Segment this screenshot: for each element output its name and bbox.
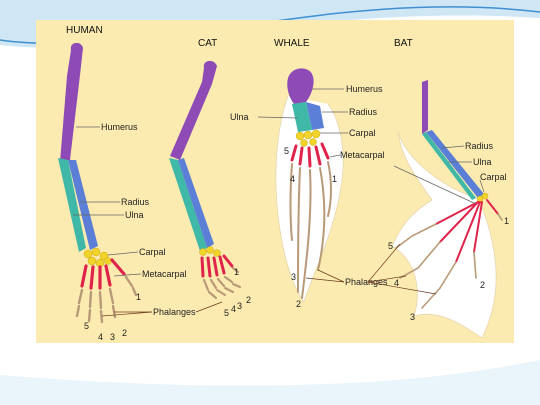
whale-ulna-leader (257, 116, 299, 119)
whale-carpals (295, 129, 321, 147)
whale-label-ulna: Ulna (230, 112, 249, 122)
bat-limb: BAT 5 4 3 2 1 (367, 38, 509, 339)
whale-phalanges (289, 161, 332, 299)
human-radius (68, 160, 98, 250)
cat-digit-1: 1 (234, 267, 239, 277)
whale-digit-5: 5 (284, 146, 289, 156)
cat-digit-2: 2 (246, 295, 251, 305)
whale-label-radius: Radius (349, 107, 378, 117)
human-metacarpals (80, 258, 126, 290)
human-label-ulna: Ulna (125, 210, 144, 220)
human-label-metacarpal: Metacarpal (142, 269, 187, 279)
whale-limb: WHALE 5 4 1 3 (230, 38, 388, 309)
bat-digit-1: 1 (504, 216, 509, 226)
whale-phalanges-leader (305, 277, 345, 283)
whale-label-humerus: Humerus (346, 84, 383, 94)
human-label-carpal: Carpal (139, 247, 166, 257)
cat-ulna (169, 158, 207, 251)
cat-humerus (170, 60, 217, 160)
bat-metacarpals (435, 199, 499, 263)
bat-digit-3: 3 (410, 312, 415, 322)
human-carpals (83, 247, 112, 268)
cat-digit-5: 5 (224, 308, 229, 318)
whale-label-phalanges: Phalanges (345, 277, 388, 287)
bat-phalanges (395, 213, 503, 309)
title-human: HUMAN (66, 25, 103, 36)
cat-radius (178, 158, 214, 248)
bat-label-radius: Radius (465, 141, 494, 151)
human-digit-2: 2 (122, 328, 127, 338)
bat-digit-5: 5 (388, 241, 393, 251)
human-phalanges (75, 275, 138, 324)
whale-label-metacarpal: Metacarpal (340, 150, 385, 160)
human-label-humerus: Humerus (101, 122, 138, 132)
whale-digit-3: 3 (291, 272, 296, 282)
human-cat-phalanges-leader (195, 301, 223, 313)
bat-humerus (422, 80, 428, 134)
whale-digit-2: 2 (296, 299, 301, 309)
human-phalanges-leader (101, 311, 153, 317)
whale-humerus (287, 68, 314, 104)
cat-phalanges (202, 266, 242, 300)
bat-digit-4: 4 (394, 278, 399, 288)
human-digit-3: 3 (110, 332, 115, 342)
human-label-phalanges: Phalanges (153, 307, 196, 317)
whale-digit-4: 4 (290, 174, 295, 184)
whale-label-carpal: Carpal (349, 128, 376, 138)
bat-metacarpal-leader (393, 165, 477, 205)
homologous-limbs-diagram: HUMAN Humerus Radi (58, 25, 509, 342)
shared-phalanges-leader-bat5 (367, 243, 401, 283)
cat-limb: CAT 1 2 3 4 5 (169, 38, 251, 318)
human-humerus (60, 42, 83, 162)
human-carpal-leader (107, 251, 139, 256)
title-whale: WHALE (274, 38, 310, 49)
human-digit-1: 1 (136, 292, 141, 302)
cat-digit-3: 3 (237, 301, 242, 311)
slide-swoosh-bottom (0, 360, 540, 405)
human-ulna (58, 158, 86, 252)
bat-carpals (476, 192, 489, 203)
cat-metacarpals (200, 254, 234, 278)
title-bat: BAT (394, 38, 413, 49)
whale-metacarpals (290, 142, 330, 168)
whale-ulna (292, 102, 312, 132)
bat-radius-leader (441, 145, 465, 149)
human-limb: HUMAN Humerus Radi (58, 25, 196, 342)
human-digit-5: 5 (84, 321, 89, 331)
whale-metacarpal-leader (329, 154, 341, 158)
whale-digit-1: 1 (332, 174, 337, 184)
bat-carpal-leader (479, 179, 485, 193)
human-label-radius: Radius (121, 197, 150, 207)
bat-label-carpal: Carpal (480, 172, 507, 182)
cat-digit-4: 4 (231, 304, 236, 314)
bat-ulna (422, 132, 476, 200)
bat-label-ulna: Ulna (473, 157, 492, 167)
title-cat: CAT (198, 38, 217, 49)
human-digit-4: 4 (98, 332, 103, 342)
bat-digit-2: 2 (480, 280, 485, 290)
bat-radius (426, 130, 484, 198)
human-metacarpal-leader (113, 273, 142, 277)
cat-carpals (199, 246, 221, 257)
